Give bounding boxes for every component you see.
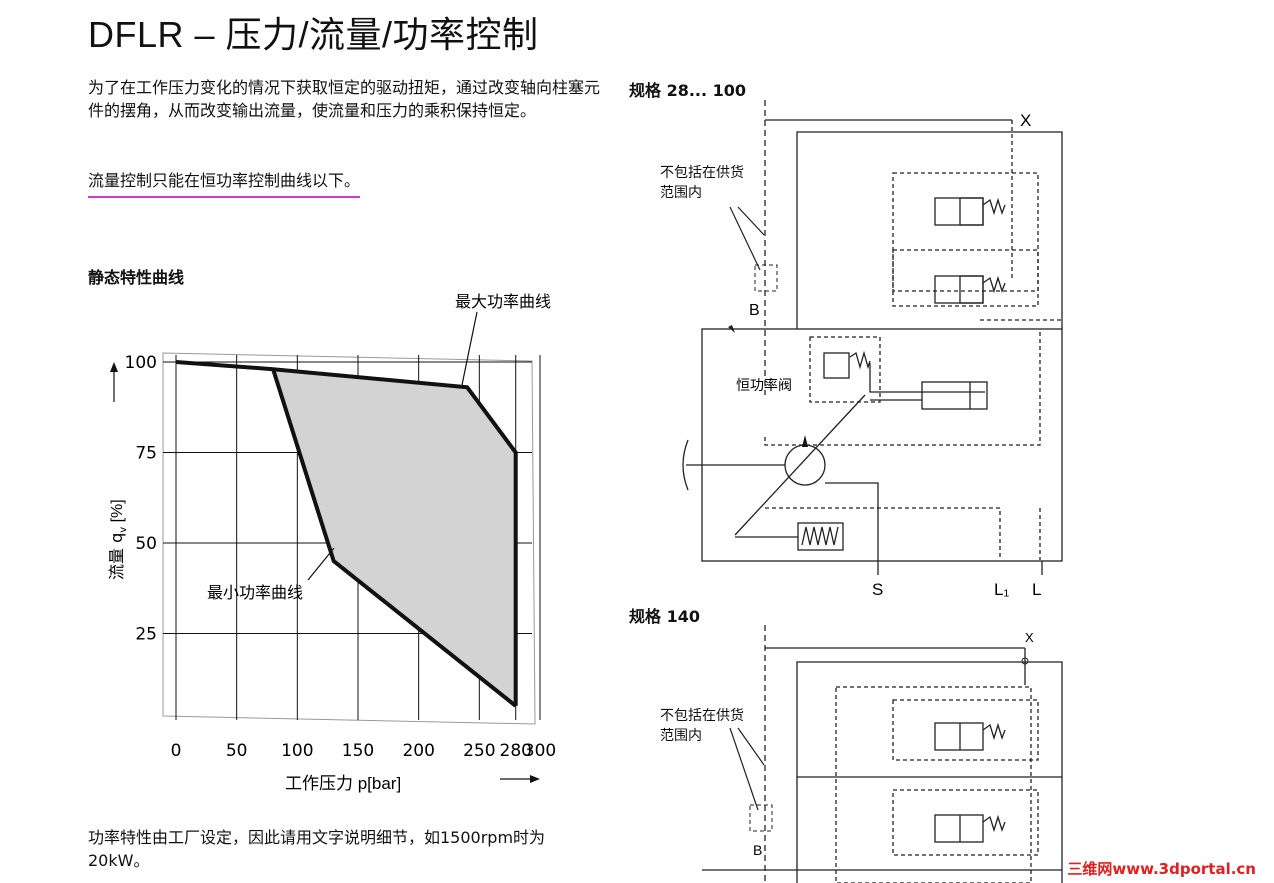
chart-frame <box>162 352 536 725</box>
valve-1-right <box>959 197 984 226</box>
valve-b1-spring <box>982 722 1006 741</box>
schematic-bottom-heading: 规格 140 <box>629 607 700 626</box>
page-title: DFLR – 压力/流量/功率控制 <box>88 14 539 55</box>
x-tick-label: 0 <box>171 741 182 761</box>
y-axis-label: 流量 qv [%] <box>107 499 129 580</box>
port-b-label: B <box>749 302 760 319</box>
flow-control-note: 流量控制只能在恒功率控制曲线以下。 <box>88 169 361 198</box>
power-valve-line <box>869 363 985 393</box>
x-tick-label: 200 <box>402 741 434 761</box>
swivel-arrow <box>734 394 866 536</box>
not-included-leader-1 <box>729 206 761 271</box>
power-valve-label: 恒功率阀 <box>736 377 792 394</box>
flow-control-note-text: 流量控制只能在恒功率控制曲线以下。 <box>88 171 361 198</box>
port-x-label: X <box>1020 111 1031 130</box>
internal-dashed-1 <box>764 329 1041 446</box>
hydraulic-schematic-top: X B S L₁ L 恒功率阀 <box>682 100 1063 599</box>
x-tick-label: 280 <box>500 741 532 761</box>
valve-b2-spring <box>982 814 1006 833</box>
port-x-label-b: X <box>1025 630 1034 645</box>
valve-2-right <box>959 275 984 304</box>
schematic-top-heading: 规格 28... 100 <box>629 81 747 100</box>
port-l-label: L <box>1032 580 1041 599</box>
power-valve-spring <box>849 350 871 370</box>
x-tick-label: 300 <box>524 741 556 761</box>
max-curve-label: 最大功率曲线 <box>455 292 551 311</box>
power-valve-pilot <box>809 336 881 403</box>
not-included-label-top: 不包括在供货范围内 <box>660 165 744 201</box>
not-included-leader-2 <box>737 206 765 236</box>
pilot-dashed-b2 <box>892 699 1039 761</box>
watermark: 三维网www.3dportal.cn <box>1067 860 1256 878</box>
control-block-b <box>796 661 1063 883</box>
valve-pilot-dashed-2 <box>892 249 1039 307</box>
port-s-label: S <box>872 580 883 599</box>
y-tick-label: 100 <box>125 353 157 373</box>
x-tick-label: 50 <box>226 741 248 761</box>
y-axis-arrowhead <box>110 362 118 372</box>
max-power-curve <box>175 360 518 706</box>
footer-note: 功率特性由工厂设定，因此请用文字说明细节，如1500rpm时为20kW。 <box>88 828 546 870</box>
not-included-leader-b1 <box>729 727 759 811</box>
control-block-outline <box>796 131 1063 329</box>
y-tick-label: 50 <box>135 534 157 554</box>
internal-dashed-2 <box>765 507 1001 560</box>
hydraulic-schematic-bottom: X B <box>702 625 1063 883</box>
pump-triangle <box>802 435 808 447</box>
valve-b2-left <box>934 814 984 843</box>
x-tick-label: 150 <box>342 741 374 761</box>
pilot-dashed-b3 <box>892 789 1039 856</box>
stroke-cylinder-top <box>921 381 988 410</box>
cylinder-bottom-spring <box>801 526 839 546</box>
y-tick-label: 25 <box>135 625 157 645</box>
y-tick-label: 75 <box>135 444 157 464</box>
x-tick-label: 250 <box>463 741 495 761</box>
port-l1-label: L₁ <box>994 580 1009 599</box>
pump-housing <box>701 328 1063 562</box>
pump-symbol <box>784 444 826 486</box>
b-port-fitting-b <box>749 804 773 832</box>
max-curve-leader <box>461 311 478 386</box>
power-area-fill <box>273 369 516 706</box>
min-power-curve <box>271 368 517 708</box>
valve-1-left <box>934 197 984 226</box>
not-included-leader-b2 <box>737 727 765 766</box>
port-b-label-b: B <box>753 842 762 858</box>
x-axis-label: 工作压力 p[bar] <box>285 774 401 793</box>
intro-paragraph: 为了在工作压力变化的情况下获取恒定的驱动扭矩，通过改变轴向柱塞元件的摆角，从而改… <box>88 78 601 120</box>
not-included-label-bottom: 不包括在供货范围内 <box>660 708 744 744</box>
y-tick-labels: 100 75 50 25 <box>125 353 157 645</box>
min-curve-leader <box>307 547 335 581</box>
curve-heading: 静态特性曲线 <box>88 268 185 287</box>
b-port-fitting <box>754 264 778 292</box>
rotation-arrow <box>682 439 689 491</box>
power-valve-body <box>823 352 850 379</box>
valve-2-left <box>934 275 984 304</box>
x-axis-arrowhead <box>530 775 540 783</box>
valve-2-spring <box>982 275 1006 294</box>
valve-pilot-dashed-1 <box>892 172 1039 292</box>
flow-arrowhead <box>728 325 735 333</box>
pilot-dashed-b1 <box>835 686 1032 883</box>
suction-line <box>825 482 879 575</box>
min-curve-label: 最小功率曲线 <box>207 583 303 602</box>
x-tick-label: 100 <box>281 741 313 761</box>
x-port-dot-b <box>1021 657 1029 665</box>
valve-1-spring <box>982 197 1006 216</box>
valve-b1-left <box>934 722 984 751</box>
